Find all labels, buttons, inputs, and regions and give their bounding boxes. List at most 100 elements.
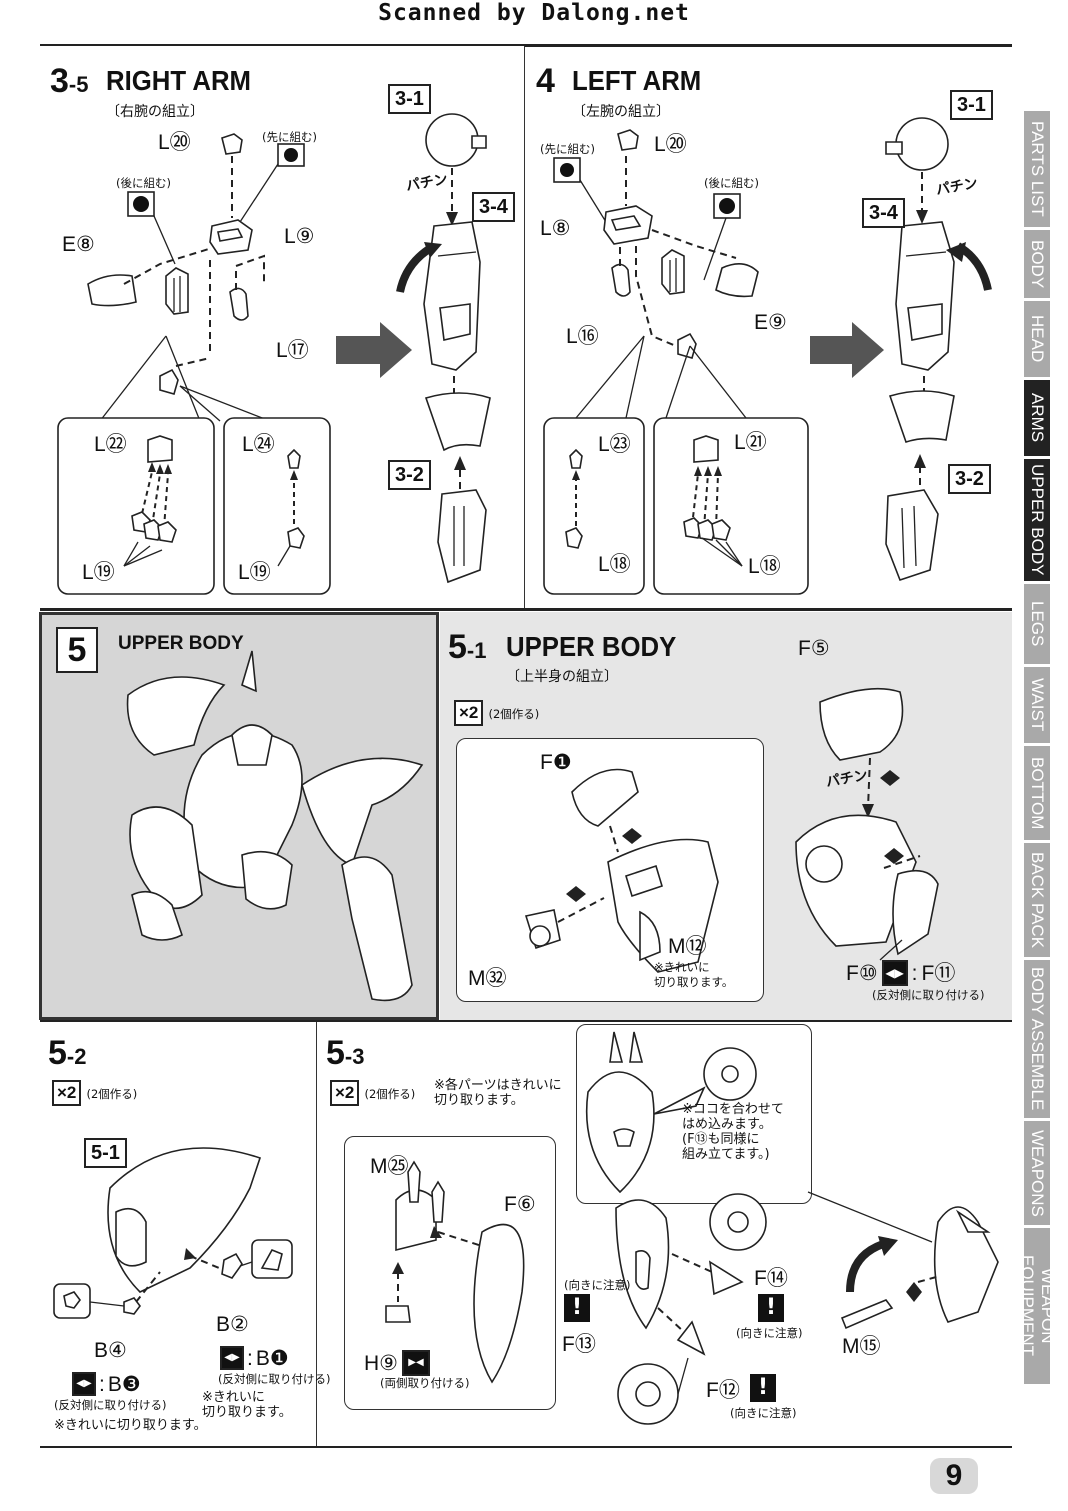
label-l22: L㉒ [94,433,127,456]
label-m12: M⑫ [668,935,707,958]
label-m15: M⑮ [842,1335,881,1358]
label-f6: F⑥ [504,1193,536,1216]
label-m32: M㉜ [468,967,507,990]
first-assemble-note: (先に組む) [262,130,317,144]
step-number: 5-1 [448,628,487,666]
label-b2: B② [216,1313,249,1336]
tab-parts-list[interactable]: PARTS LIST [1024,111,1050,227]
label-l23: L㉓ [598,433,631,456]
right-arm-diagram [57,113,491,595]
fit-here-note: ※ココを合わせて はめ込みます。 (F⑬も同様に 組み立てます。) [682,1102,784,1162]
step-number: 5-3 [326,1034,365,1072]
caution-icon: ! [758,1294,784,1322]
step-number: 3-5 [50,62,89,100]
tab-body-assemble[interactable]: BODY ASSEMBLE [1024,960,1050,1118]
label-l18-a: L⑱ [598,553,631,576]
opposite-side-icon: ◀▶ [72,1372,96,1396]
step-5-2-panel: 5-2 ×2 (2個作る) 5-1 B④ B② ◀▶ :B❶ (反対側に取り付け… [40,1022,330,1448]
h9-both-sides: H⑨ ▶◀ [364,1350,430,1376]
section-rule [40,1020,1012,1022]
later-assemble-note: (後に組む) [704,176,759,190]
label-e8: E⑧ [62,233,95,256]
section-rule [40,608,1012,611]
both-sides-icon: ▶◀ [402,1350,430,1376]
step-5-1-panel: 5-1 UPPER BODY 〔上半身の組立〕 ×2 (2個作る) F❶ M⑫ … [440,612,1012,1020]
shoulder-armor-diagram [53,1147,293,1319]
ref-3-2: 3-2 [388,460,431,490]
make-two: ×2 (2個作る) [454,700,539,726]
tab-head[interactable]: HEAD [1024,301,1050,377]
label-e9: E⑨ [754,311,787,334]
shoulder-spike-diagram [385,1031,999,1425]
left-arm-diagram [543,117,992,595]
step-subtitle: 〔左腕の組立〕 [572,104,670,120]
cut-cleanly-note-a: ※きれいに 切り取ります。 [202,1390,292,1420]
step-subtitle: 〔上半身の組立〕 [506,669,618,685]
scanned-by-header: Scanned by Dalong.net [378,0,690,26]
label-l8: L⑧ [540,217,571,240]
first-assemble-note: (先に組む) [540,142,595,156]
section-tabs: PARTS LIST BODY HEAD ARMS UPPER BODY LEG… [1018,111,1057,1387]
tab-back-pack[interactable]: BACK PACK [1024,843,1050,957]
label-l19-b: L⑲ [238,561,271,584]
step-number: 4 [536,62,555,100]
ref-3-1: 3-1 [950,90,993,120]
tab-arms[interactable]: ARMS [1024,380,1050,456]
ref-3-1: 3-1 [388,84,431,114]
cut-parts-note: ※各パーツはきれいに 切り取ります。 [434,1078,562,1108]
later-assemble-note: (後に組む) [116,176,171,190]
step-number: 5-2 [48,1034,87,1072]
make-two: ×2 (2個作る) [52,1080,137,1106]
tab-waist[interactable]: WAIST [1024,667,1050,743]
direction-note-c: (向きに注意) [730,1406,797,1420]
step-number: 5 [56,627,98,673]
caution-icon: ! [564,1294,590,1322]
upper-body-illustration [126,650,424,1002]
label-f12: F⑫ [706,1379,740,1402]
step-subtitle: 〔右腕の組立〕 [106,104,204,120]
label-l9: L⑨ [284,225,315,248]
label-l20: L⑳ [654,133,687,156]
direction-note-a: (向きに注意) [564,1278,631,1292]
bottom-rule [40,1446,1012,1448]
ref-3-4: 3-4 [862,198,905,228]
step-title: UPPER BODY [118,633,244,654]
tab-bottom[interactable]: BOTTOM [1024,746,1050,840]
step-title: RIGHT ARM [106,65,252,96]
ref-3-2: 3-2 [948,464,991,494]
tab-weapons[interactable]: WEAPONS [1024,1121,1050,1225]
ref-3-4: 3-4 [472,192,515,222]
label-f5: F⑤ [798,637,830,660]
opposite-side-icon: ◀▶ [220,1346,244,1370]
step-title: UPPER BODY [506,631,677,662]
label-l17: L⑰ [276,339,309,362]
step-5-3-panel: 5-3 ×2 (2個作る) ※各パーツはきれいに 切り取ります。 [318,1022,1012,1448]
label-f1: F❶ [540,751,572,774]
label-l24: L㉔ [242,433,275,456]
label-l16: L⑯ [566,325,599,348]
opposite-side-note: (反対側に取り付ける) [872,988,985,1002]
step-4-panel: 4 LEFT ARM 〔左腕の組立〕 [526,46,1012,610]
cut-cleanly-note-b: ※きれいに切り取ります。 [54,1418,207,1433]
top-rule [40,44,1012,47]
tab-weapon-equipment[interactable]: WEAPON EQUIPMENT [1018,1228,1057,1384]
ref-5-1: 5-1 [84,1138,127,1168]
b1-opposite: ◀▶ :B❶ [220,1346,289,1370]
label-l20: L⑳ [158,131,191,154]
upper-body-assembly-diagram [524,687,939,973]
tab-legs[interactable]: LEGS [1024,584,1050,664]
opposite-side-icon: ◀▶ [881,960,908,986]
direction-note-b: (向きに注意) [736,1326,803,1340]
label-m25: M㉕ [370,1155,409,1178]
make-two: ×2 (2個作る) [330,1080,415,1106]
cut-cleanly-note: ※きれいに 切り取ります。 [654,960,734,989]
step-5-overview-panel: 5 UPPER BODY [39,612,439,1020]
label-l21: L㉑ [734,431,767,454]
both-sides-note: (両側取り付ける) [380,1376,470,1390]
tab-upper-body[interactable]: UPPER BODY [1024,459,1050,581]
label-f14: F⑭ [754,1267,788,1290]
label-l19-a: L⑲ [82,561,115,584]
step-3-5-panel: 3-5 RIGHT ARM 〔右腕の組立〕 [40,46,525,610]
step-title: LEFT ARM [572,65,702,96]
tab-body[interactable]: BODY [1024,230,1050,298]
